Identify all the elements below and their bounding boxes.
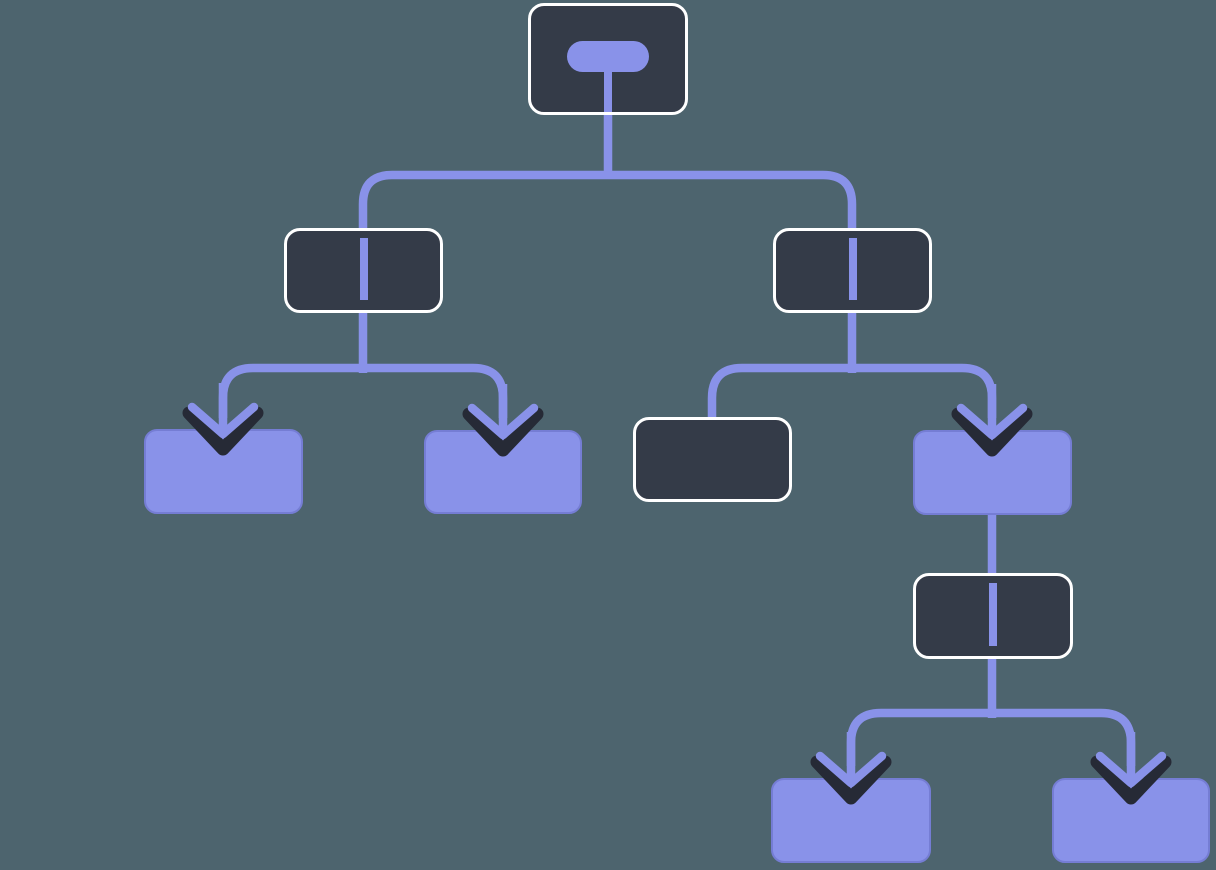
pass-line-icon [848, 238, 857, 300]
node-leaf-bottom-2 [1052, 778, 1210, 863]
node-branch-left [284, 228, 443, 313]
node-leaf-left-1 [144, 429, 303, 514]
node-right-plain [633, 417, 792, 502]
node-branch-right [773, 228, 932, 313]
pass-line-icon [359, 238, 368, 300]
root-stem-icon [604, 68, 612, 112]
node-branch-bottom [913, 573, 1073, 659]
root-pill-icon [567, 41, 649, 72]
node-root [528, 3, 688, 115]
pass-line-icon [989, 583, 997, 646]
node-leaf-left-2 [424, 430, 582, 514]
node-leaf-right [913, 430, 1072, 515]
node-leaf-bottom-1 [771, 778, 931, 863]
